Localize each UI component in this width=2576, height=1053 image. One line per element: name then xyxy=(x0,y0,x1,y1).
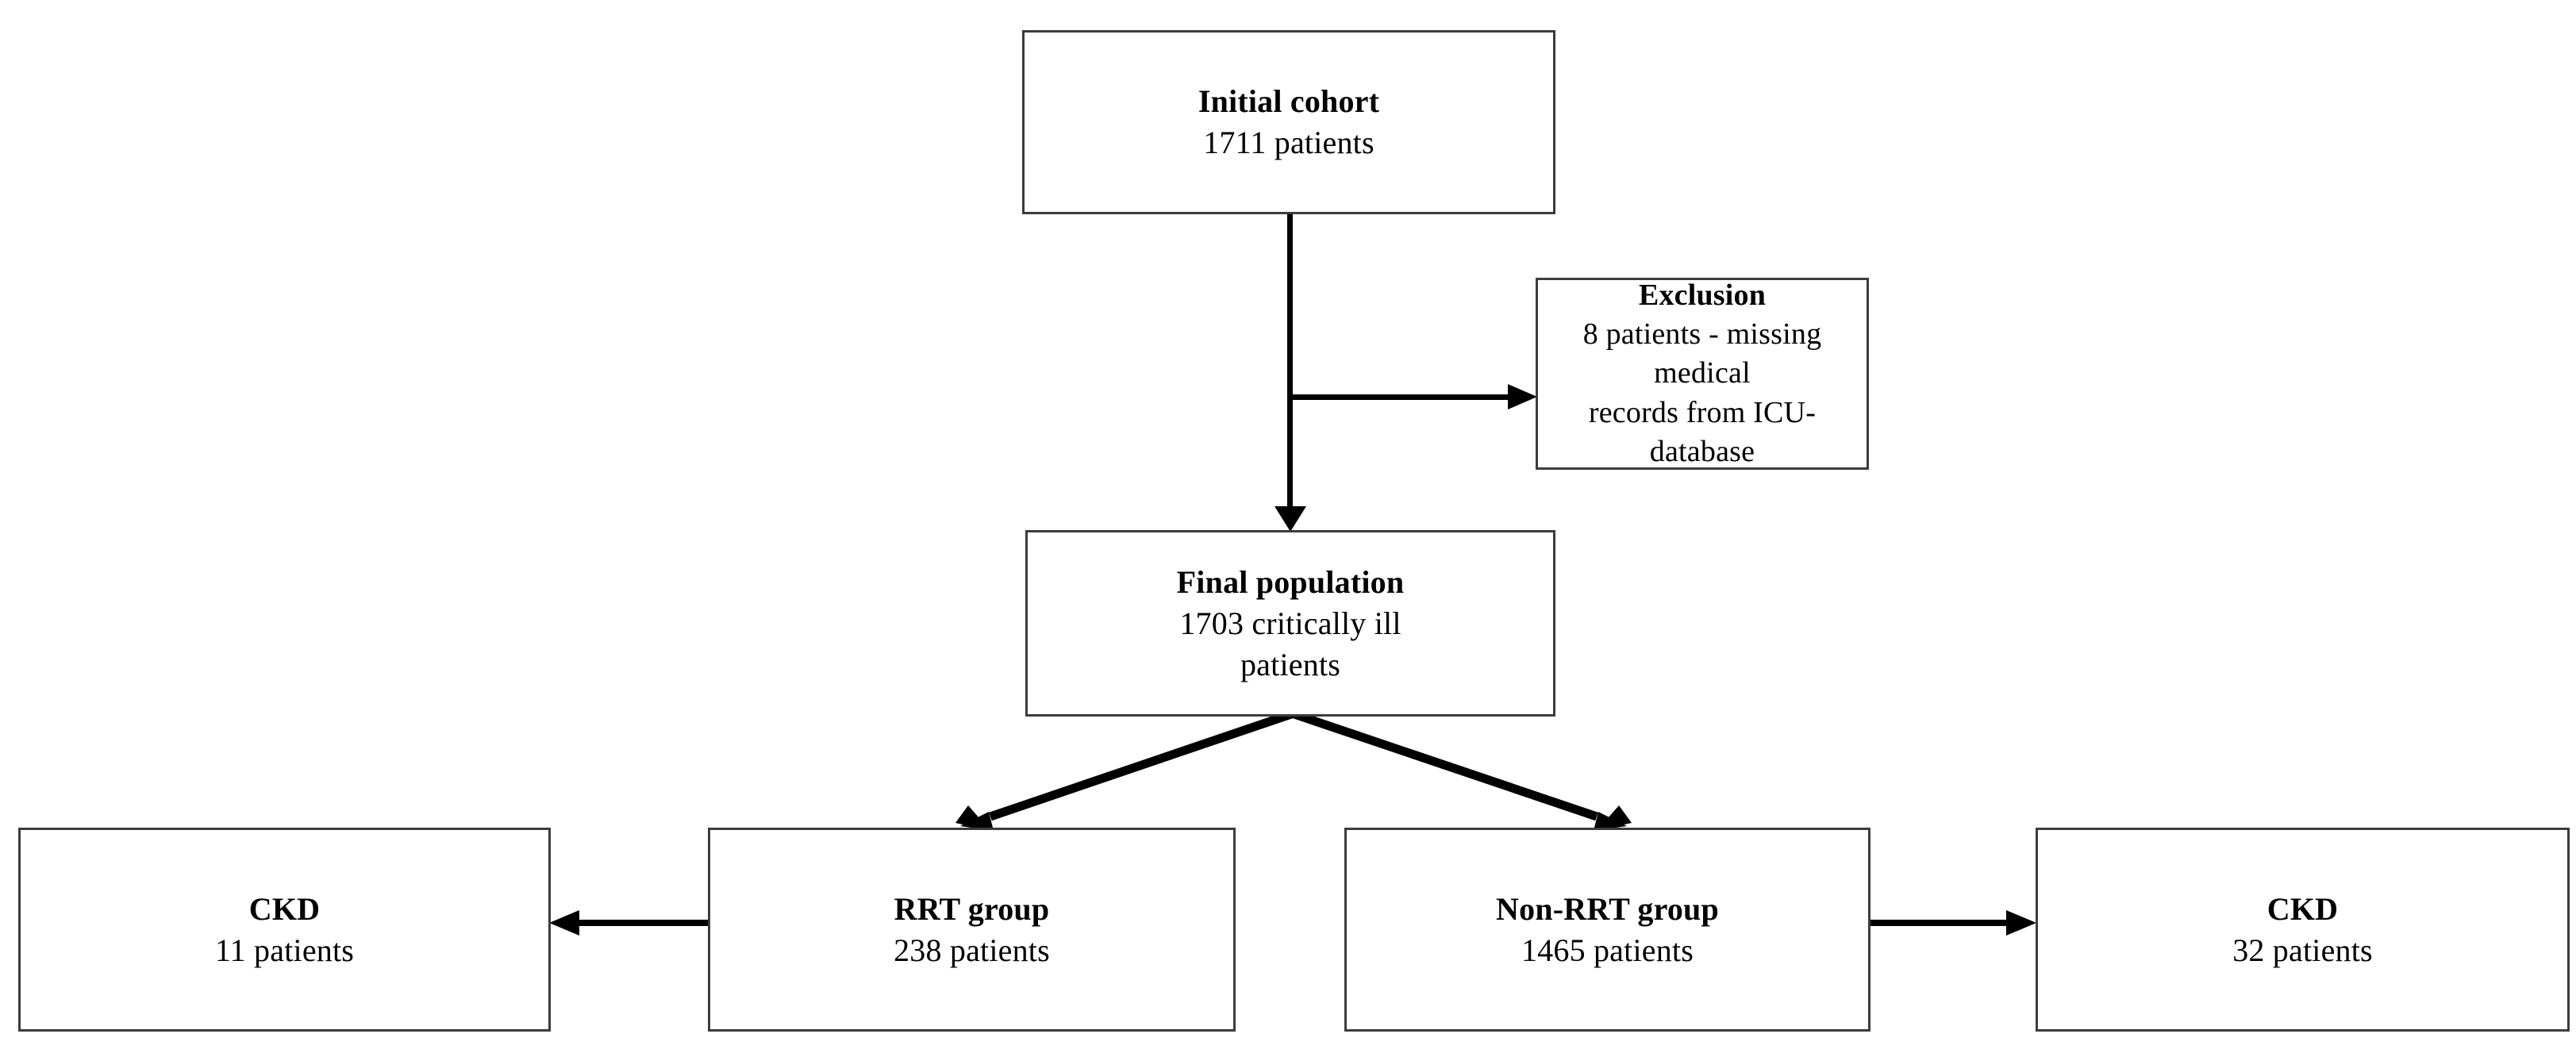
node-ckd-right-title: CKD xyxy=(2266,890,2339,927)
node-final-population-line-2: patients xyxy=(1240,646,1340,682)
node-initial-cohort[interactable]: Initial cohort 1711 patients xyxy=(1022,30,1555,214)
connector-final-to-nonrrt xyxy=(1290,709,1632,831)
node-initial-cohort-line-1: 1711 patients xyxy=(1203,125,1375,160)
node-exclusion-line-1: 8 patients - missing medical xyxy=(1582,317,1822,390)
node-non-rrt-group-title: Non-RRT group xyxy=(1496,890,1719,927)
node-final-population-line-1: 1703 critically ill xyxy=(1179,605,1401,641)
arrowhead-into-ckd-left xyxy=(549,910,579,936)
node-ckd-right[interactable]: CKD 32 patients xyxy=(2036,828,2570,1032)
arrowhead-into-ckd-right xyxy=(2006,910,2036,936)
connector-initial-to-final-trunk xyxy=(1287,214,1293,513)
node-ckd-right-line-1: 32 patients xyxy=(2232,932,2373,968)
connector-nonrrt-to-ckd-right xyxy=(1869,920,2012,926)
connector-initial-to-exclusion xyxy=(1287,394,1514,400)
node-exclusion[interactable]: Exclusion 8 patients - missing medical r… xyxy=(1536,278,1869,470)
node-non-rrt-group[interactable]: Non-RRT group 1465 patients xyxy=(1344,828,1870,1032)
node-initial-cohort-title: Initial cohort xyxy=(1198,83,1380,119)
node-final-population-title: Final population xyxy=(1176,563,1405,600)
node-ckd-left[interactable]: CKD 11 patients xyxy=(18,828,551,1032)
node-ckd-left-line-1: 11 patients xyxy=(214,932,355,968)
node-exclusion-line-2: records from ICU-database xyxy=(1588,395,1817,469)
node-final-population[interactable]: Final population 1703 critically ill pat… xyxy=(1025,530,1555,717)
connector-rrt-to-ckd-left xyxy=(570,920,711,926)
node-rrt-group-line-1: 238 patients xyxy=(894,932,1050,968)
arrowhead-into-final-population xyxy=(1275,506,1306,532)
node-rrt-group[interactable]: RRT group 238 patients xyxy=(708,828,1236,1032)
node-non-rrt-group-line-1: 1465 patients xyxy=(1521,932,1694,968)
node-exclusion-title: Exclusion xyxy=(1638,278,1767,312)
node-ckd-left-title: CKD xyxy=(248,890,321,927)
connector-final-to-rrt xyxy=(955,709,1295,831)
arrowhead-into-exclusion xyxy=(1508,384,1537,409)
node-rrt-group-title: RRT group xyxy=(894,890,1050,927)
